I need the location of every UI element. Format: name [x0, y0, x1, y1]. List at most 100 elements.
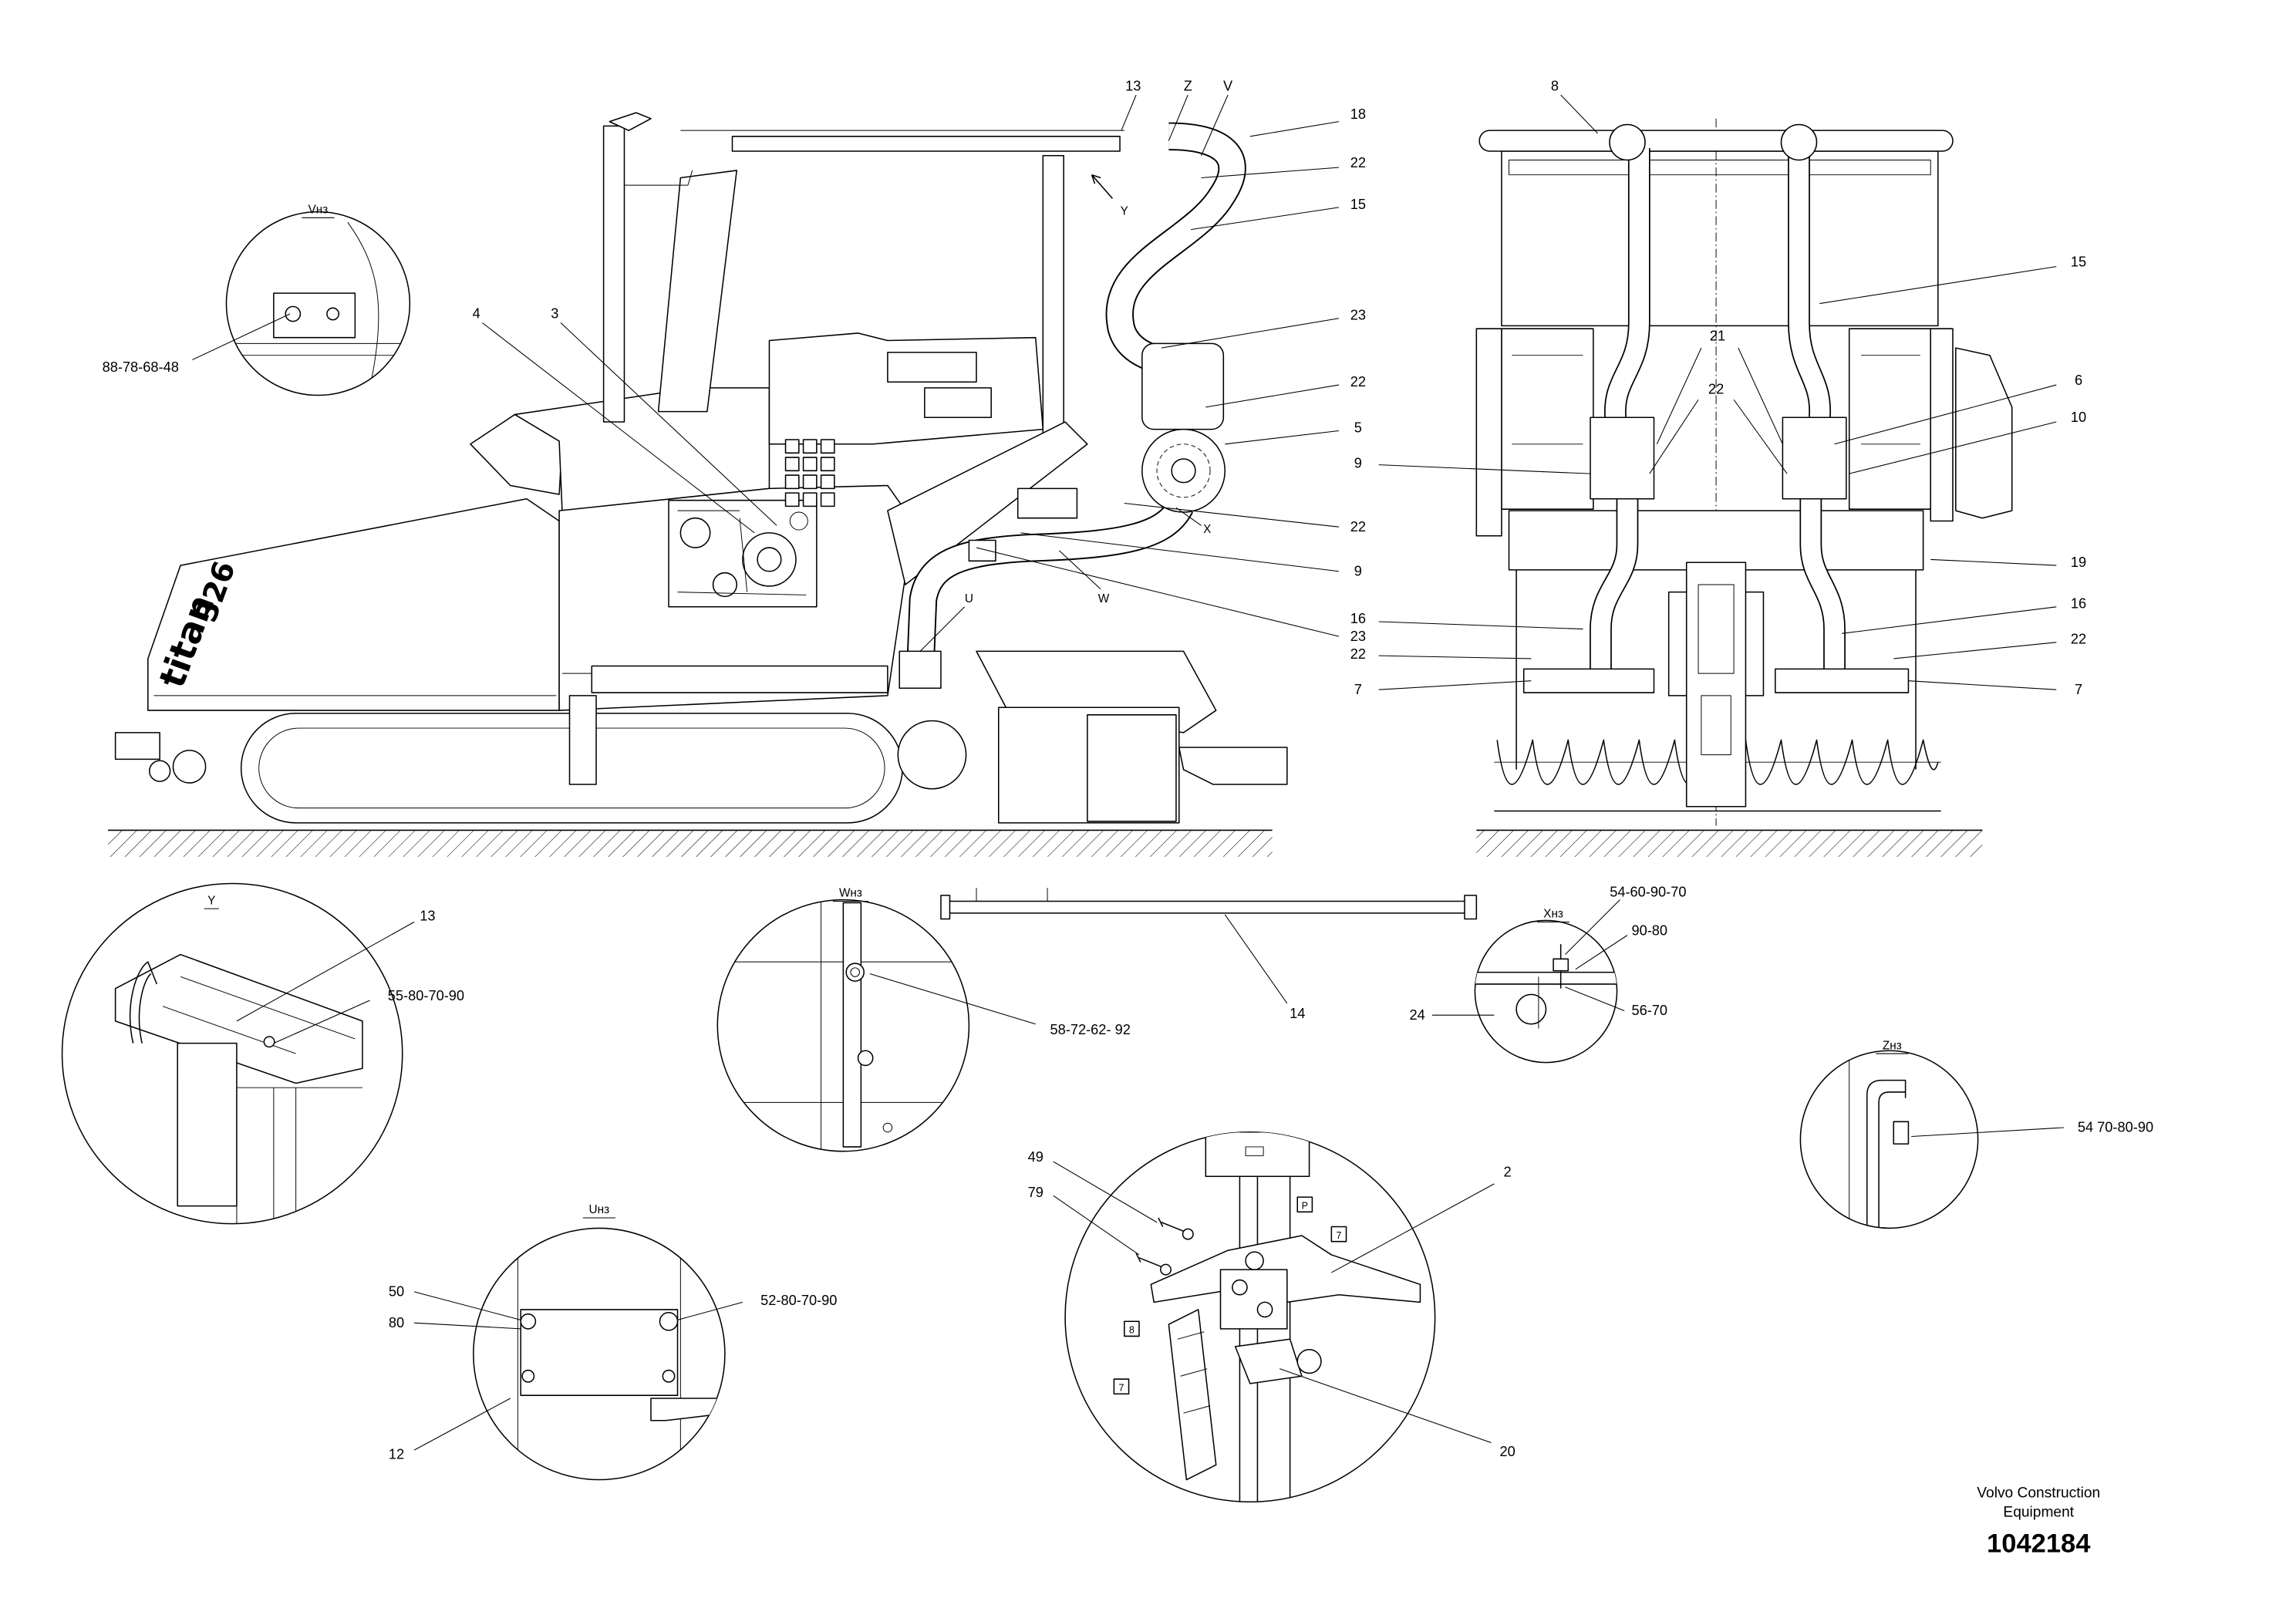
callout-15: 15 — [2071, 255, 2086, 270]
callout-10: 10 — [2071, 410, 2086, 425]
callout-12: 12 — [389, 1447, 404, 1462]
detail-circle — [473, 1227, 726, 1481]
roof-edge — [114, 953, 363, 1084]
callout-18: 18 — [1350, 106, 1366, 122]
center-column-detail — [1698, 584, 1735, 674]
callout-58-72-62-92: 58-72-62- 92 — [1050, 1022, 1131, 1037]
detail-view-x: Xнз 54-60-90-70 90-80 56-70 24 — [1409, 885, 1686, 1064]
right-cross-bar — [1775, 668, 1910, 693]
callout-z: Z — [1184, 78, 1192, 93]
screed-bracket — [1178, 747, 1288, 785]
callout-50: 50 — [389, 1284, 404, 1300]
callout-2: 2 — [1504, 1164, 1512, 1179]
post-cap — [609, 112, 652, 131]
vertical-bracket — [842, 902, 862, 1148]
bent-bracket — [1866, 1079, 1907, 1229]
callout-v: V — [1223, 78, 1233, 93]
push-bar — [568, 695, 597, 785]
callout-14: 14 — [1290, 1006, 1305, 1021]
leader-line — [869, 973, 1036, 1025]
leader-line — [1224, 914, 1288, 1004]
callout-54-70-80-90: 54 70-80-90 — [2078, 1120, 2153, 1135]
valve-fitting — [1245, 1251, 1264, 1270]
rod-part-14: 14 — [940, 888, 1478, 1021]
left-cross-bar — [1522, 668, 1655, 693]
detail-view-u: Uнз 50 80 52-80-70-90 12 — [389, 1203, 837, 1481]
right-side-block — [1848, 328, 1931, 510]
tag-7: 7 — [1119, 1382, 1124, 1393]
clamp-plate — [520, 1309, 679, 1396]
ground-hatch — [1476, 830, 1983, 857]
center-column — [1685, 561, 1747, 808]
detail-view-z: Zнз 54 70-80-90 — [1799, 1039, 2153, 1229]
bolt — [659, 1311, 679, 1331]
right-outer-bracket — [1930, 328, 1954, 522]
lower-clip — [650, 1398, 725, 1421]
detail-circle — [225, 211, 411, 396]
view-marker-x: X — [1203, 523, 1211, 536]
u-bracket — [899, 650, 942, 690]
callout-54-60-90-70: 54-60-90-70 — [1610, 885, 1686, 900]
right-mirror — [1955, 347, 2013, 519]
engine-cover-bracket — [1017, 487, 1078, 519]
canopy-rear-post — [1042, 154, 1064, 445]
callout-4: 4 — [473, 306, 480, 322]
engine-block — [668, 499, 818, 608]
canopy-front-post — [602, 125, 625, 423]
tag-7: 7 — [1336, 1230, 1341, 1241]
bolt — [857, 1050, 874, 1067]
front-view-callouts: 8 15 21 22 6 10 9 19 16 16 22 22 7 7 — [1350, 78, 2086, 697]
callout-22: 22 — [1350, 155, 1366, 170]
nut — [1553, 958, 1569, 972]
guide-wheel — [897, 720, 967, 790]
rod — [946, 900, 1468, 914]
seat-base — [924, 387, 992, 419]
view-marker-y: Y — [1121, 204, 1128, 218]
callout-22: 22 — [1350, 519, 1366, 534]
title-block: Volvo Construction Equipment 1042184 — [1977, 1485, 2100, 1559]
callout-20: 20 — [1499, 1444, 1515, 1459]
publisher-line-1: Volvo Construction — [1977, 1485, 2100, 1502]
valve-block — [1219, 1269, 1288, 1330]
right-pipe-elbow — [1780, 123, 1818, 161]
detail-title: Uнз — [589, 1203, 610, 1216]
left-side-block — [1501, 328, 1594, 510]
operator-console — [768, 332, 1044, 445]
callout-21: 21 — [1710, 329, 1725, 344]
retaining-strap — [129, 961, 158, 1044]
rod-end-right — [1464, 895, 1478, 920]
drawing-number: 1042184 — [1987, 1529, 2091, 1559]
fan-wheel-ring — [1156, 443, 1211, 498]
callout-16: 16 — [2071, 596, 2086, 612]
detail-circle — [1474, 919, 1618, 1064]
fan-hub — [1171, 458, 1196, 484]
rear-frame — [887, 421, 1088, 585]
front-roller — [172, 750, 207, 784]
leader-line — [1911, 1127, 2064, 1138]
bolt-hole — [326, 307, 340, 321]
tag-8: 8 — [1129, 1325, 1135, 1336]
roof-front — [1478, 130, 1954, 152]
side-view-paver: 326 titan — [108, 112, 1288, 857]
left-fan-box — [1590, 416, 1655, 500]
callout-90-80: 90-80 — [1631, 923, 1667, 939]
callout-9: 9 — [1354, 564, 1362, 579]
callout-80: 80 — [389, 1315, 404, 1330]
lower-air-duct — [905, 499, 1193, 674]
detail-title: Vнз — [308, 204, 329, 217]
leader-line — [1431, 899, 1628, 1016]
left-pipe-elbow — [1609, 123, 1646, 161]
side-view-callouts: 13 Z V 18 22 15 23 22 5 22 9 23 4 3 X W … — [473, 78, 1366, 652]
publisher-line-2: Equipment — [2003, 1504, 2074, 1520]
callout-7: 7 — [1354, 682, 1362, 697]
detail-title: Y — [207, 894, 215, 907]
leader-line — [192, 313, 291, 360]
mounting-bar — [1475, 971, 1617, 985]
left-duct-pipe — [1590, 148, 1650, 674]
left-outer-bracket — [1475, 328, 1502, 537]
detail-circle — [61, 882, 403, 1225]
callout-9: 9 — [1354, 455, 1362, 470]
front-body-trim — [1509, 160, 1931, 176]
bolt — [263, 1036, 275, 1048]
canopy-roof — [731, 136, 1121, 152]
